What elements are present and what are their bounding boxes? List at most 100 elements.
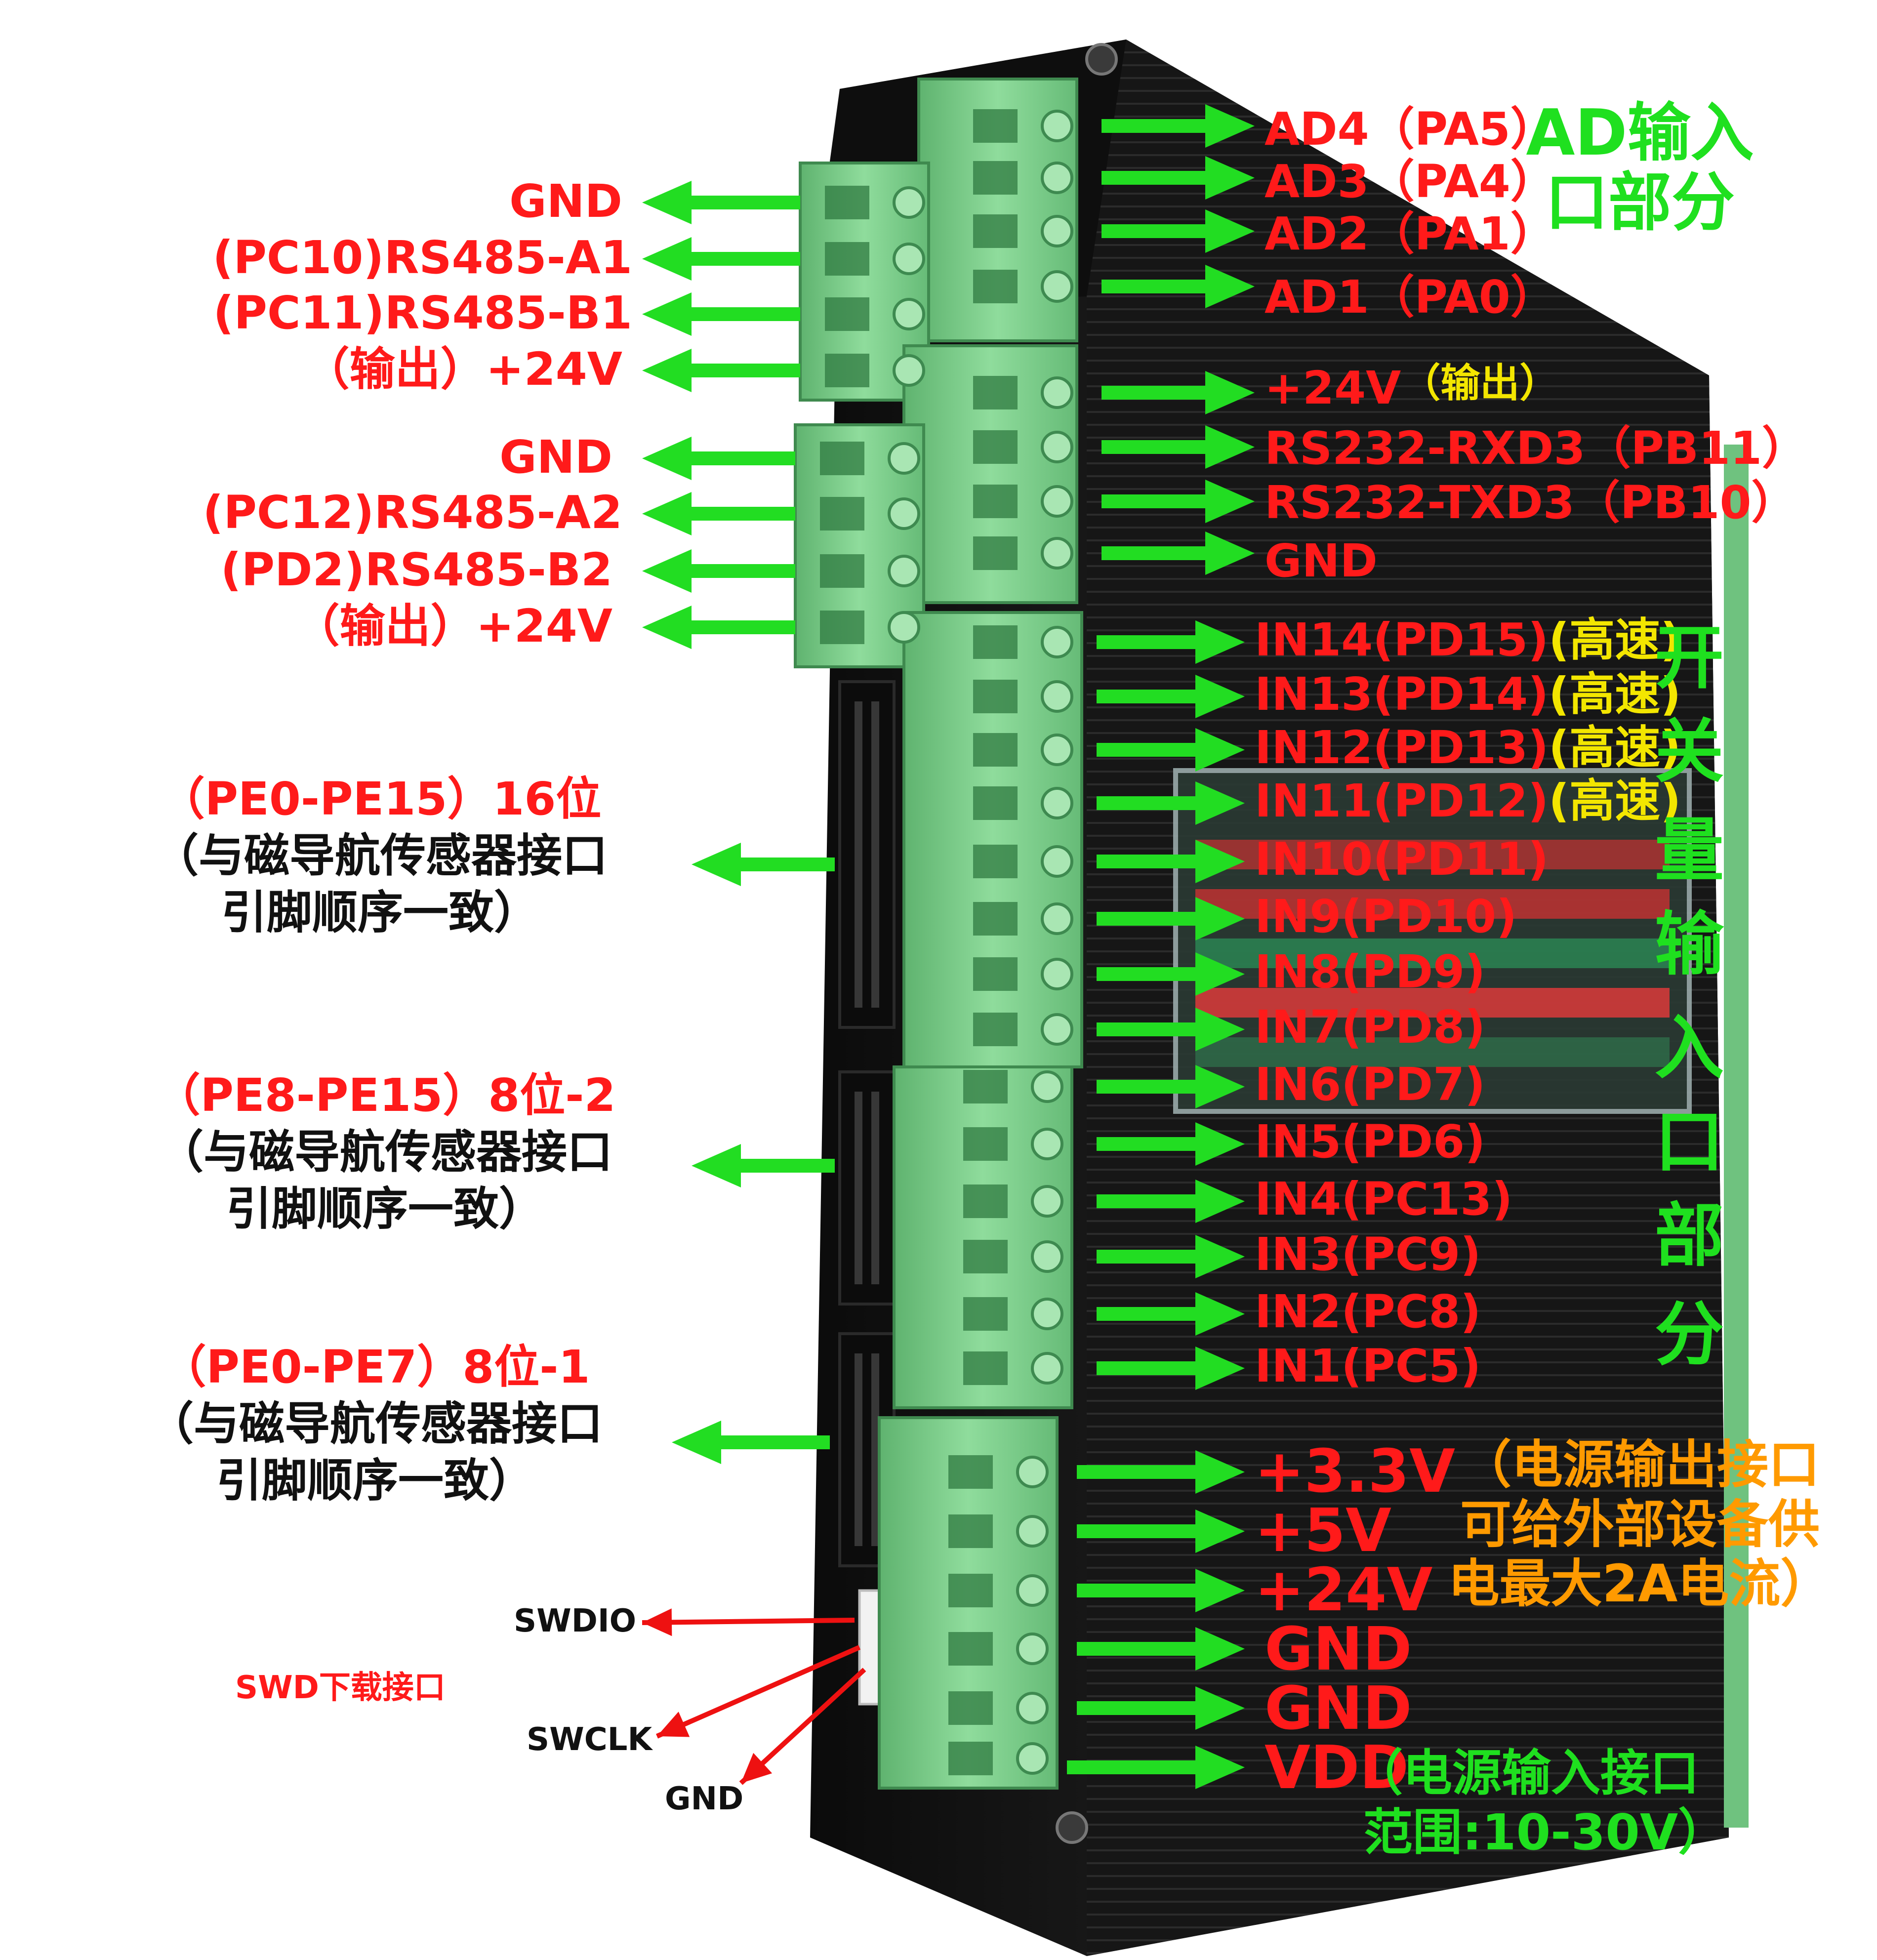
terminal-screw [888,611,920,644]
switch-input-row: IN2(PC8) [1255,1289,1481,1335]
ad2-label: AD2（PA1） [1265,207,1556,260]
terminal-wire-slot [948,1455,993,1489]
switch-input-label: IN3(PC9) [1255,1228,1481,1281]
terminal-screw [1041,537,1073,570]
power-gnd1-label: GND [1265,1615,1412,1684]
terminal-screw [888,442,920,475]
terminal-screw [1016,1456,1049,1488]
switch-input-label: IN5(PD6) [1255,1115,1486,1168]
switch-input-row: IN3(PC9) [1255,1232,1481,1277]
terminal-screw [1016,1633,1049,1665]
terminal-wire-slot [820,554,864,588]
terminal-wire-slot [948,1574,993,1607]
rs485-arrow [642,492,795,535]
switch-input-row: IN8(PD9) [1255,949,1485,995]
terminal-wire-slot [825,297,869,331]
magnetic-port-arrow [672,1421,830,1464]
terminal-screw [1041,734,1073,766]
terminal-wire-slot [948,1514,993,1548]
swclk-arrow-head [657,1712,690,1737]
switch-input-arrow [1097,952,1245,996]
rs485-arrow [642,181,800,224]
idc-header-8bit-2 [838,1070,896,1306]
switch-input-label: IN12(PD13) [1255,721,1549,774]
rs485-arrow [642,606,795,649]
terminal-wire-slot [820,497,864,531]
terminal-wire-slot [973,214,1018,248]
swclk-arrow [655,1645,861,1739]
ad3-label: AD3（PA4） [1265,155,1556,208]
switch-input-row: IN6(PD7) [1255,1062,1485,1107]
terminal-wire-slot [973,957,1018,991]
magnetic-port-8bit-1-title: （PE0-PE7）8位-1 [161,1341,590,1393]
rs232-output-tag: （输出） [1401,360,1559,406]
switch-input-row: IN10(PD11) [1255,837,1549,882]
terminal-wire-slot [973,270,1018,303]
swd-gnd-label: GND [665,1781,744,1817]
switch-input-label: IN11(PD12) [1255,775,1549,827]
rs485-arrow [642,437,795,480]
switch-input-arrow [1097,1008,1245,1051]
magnetic-port-arrow [692,843,835,886]
switch-input-label: IN9(PD10) [1255,890,1517,943]
terminal-screw [888,497,920,530]
magnetic-port-16bit-title: （PE0-PE15）16位 [159,773,602,825]
terminal-wire-slot [973,376,1018,409]
highspeed-tag: (高速) [1549,613,1681,666]
switch-title-char: 关 [1654,712,1724,792]
mounting-screw [1085,43,1118,76]
rs485-arrow [642,292,800,336]
terminal-wire-slot [948,1632,993,1666]
power-5v-label: +5V [1255,1497,1391,1565]
rs232-24v-output-label: +24V（输出） [1265,364,1559,411]
terminal-wire-slot [973,733,1018,767]
terminal-wire-slot [825,242,869,276]
terminal-screw [1031,1298,1063,1330]
terminal-screw [1031,1185,1063,1218]
terminal-screw [1041,626,1073,658]
terminal-screw [1041,902,1073,935]
power-24v-label: +24V [1255,1556,1433,1625]
switch-input-label: IN13(PD14) [1255,668,1549,721]
switch-input-row: IN14(PD15)(高速) [1255,617,1681,663]
terminal-screw [1016,1515,1049,1548]
rs232-arrow [1102,425,1255,469]
switch-input-arrow [1097,675,1245,718]
terminal-wire-slot [973,1013,1018,1046]
terminal-wire-slot [973,485,1018,518]
power-gnd2-label: GND [1265,1674,1412,1743]
rs485-2-gnd-label: GND [499,431,612,484]
power-3v3-label: +3.3V [1255,1437,1455,1506]
rs485-2-24v-label: （输出）+24V [294,600,612,653]
terminal-wire-slot [963,1297,1008,1331]
terminal-screw [893,243,925,275]
terminal-screw [1041,162,1073,194]
ad-section-title: AD输入 口部分 [1521,98,1758,238]
switch-input-arrow [1097,840,1245,883]
rs485-1-a-label: (PC10)RS485-A1 [212,231,632,284]
power-input-note-line2: 范围:10-30V） [1363,1803,1728,1861]
power-output-note-line1: （电源输出接口 [1460,1434,1820,1495]
rs485-1-24v-label: （输出）+24V [304,343,622,396]
switch-input-row: IN5(PD6) [1255,1119,1485,1165]
switch-input-label: IN14(PD15) [1255,613,1549,666]
terminal-wire-slot [820,611,864,644]
led-rows [1195,840,1670,1067]
switch-input-arrow [1097,1180,1245,1223]
swdio-arrow [642,1618,855,1625]
power-arrow [1077,1510,1245,1553]
switch-title-char: 入 [1654,1008,1724,1089]
terminal-wire-slot [973,680,1018,713]
mounting-screw [1056,1811,1088,1844]
swd-gnd-arrow-head [741,1753,773,1783]
terminal-screw [1041,845,1073,878]
terminal-wire-slot [963,1351,1008,1385]
terminal-screw [1016,1574,1049,1607]
switch-input-arrow [1097,620,1245,664]
ad-arrow [1102,265,1255,308]
terminal-wire-slot [820,442,864,475]
switch-input-label: IN7(PD8) [1255,1001,1486,1054]
rs232-rxd-label: RS232-RXD3（PB11） [1265,422,1808,475]
